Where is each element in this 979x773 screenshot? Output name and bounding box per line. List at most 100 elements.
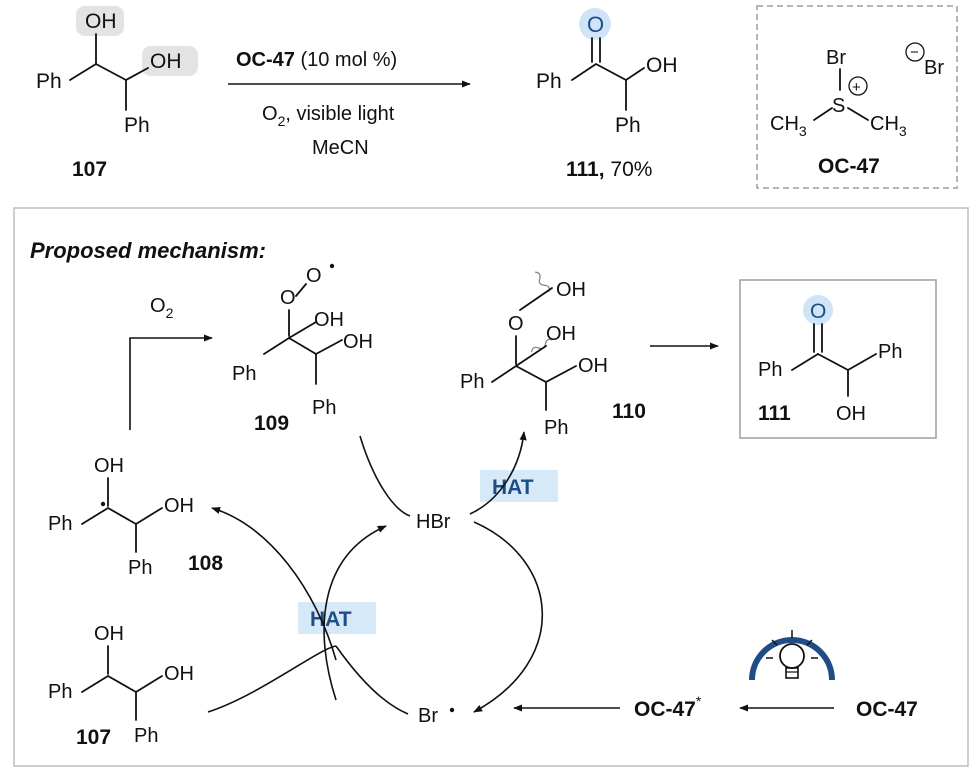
label-110: 110 [612,400,646,423]
oc47-excited: OC-47* [634,693,702,721]
arrow-br-to-hbr-cycle [323,525,387,701]
sm-oh-right: OH [150,50,182,73]
radical-dot [329,263,335,269]
c110-oxygen: O [508,313,524,335]
hydroxyl-highlight [142,46,198,76]
compound-108: OH OH Ph Ph 108 [48,455,223,579]
catalyst-loading: OC-47 (10 mol %) [236,49,397,71]
compound-110-bonds [491,335,577,411]
c107-ph-2: Ph [134,725,158,747]
c109-ph-1: Ph [232,363,256,385]
hat-lower-text: HAT [310,608,352,631]
product-oxygen: O [587,12,604,37]
c108-oh-1: OH [94,455,124,477]
product-111: O OH Ph Ph 111, 70% [536,8,678,181]
c107-ph-1: Ph [48,681,72,703]
negative-charge-icon [905,42,925,62]
catalyst-ch3-left: CH3 [770,113,807,139]
c110-oh-2: OH [578,355,608,377]
mechanism-panel: Proposed mechanism: O2 O O OH OH Ph Ph 1… [13,207,969,767]
top-reaction-conditions: OC-47 (10 mol %) O2, visible light MeCN [228,49,471,159]
peroxyl-o2: O [306,265,322,287]
compound-109-bonds [263,309,343,385]
catalyst-methyl-bonds [813,107,869,121]
catalyst-s-atom: S [832,95,845,117]
compound-111-bonds [791,323,877,397]
mechanism-border [13,207,969,767]
mechanism-title: Proposed mechanism: [30,238,266,263]
minus-sign: − [910,44,919,61]
arrow-hbr-to-br [473,521,544,713]
compound-108-bonds [81,477,163,553]
sm-label-107: 107 [72,158,107,181]
oxygen-addition-arrow: O2 [129,295,213,430]
product-label-yield: 111, 70% [566,158,652,181]
sm-bonds [69,33,149,111]
arrow-109-to-hbr [359,435,411,517]
radical-dot [449,707,455,713]
compound-111-box: O Ph Ph OH 111 [739,279,937,439]
product-ph-left: Ph [536,70,562,93]
c111-oxygen: O [810,300,826,323]
c111-ph-2: Ph [878,341,902,363]
peroxyl-bond [295,283,307,297]
hat-lower-bg [298,602,376,634]
product-bonds [571,37,645,111]
hbr-label: HBr [416,511,451,533]
hat-upper-text: HAT [492,476,534,499]
c111-ph-1: Ph [758,359,782,381]
compound-107: OH OH Ph Ph 107 [48,623,194,749]
top-reaction: OH OH Ph Ph 107 OC-47 (10 mol %) O2, vis… [36,5,958,189]
label-109: 109 [254,412,289,435]
product-oh: OH [646,54,678,77]
c109-ph-2: Ph [312,397,336,419]
sm-ph-left: Ph [36,70,62,93]
starting-material-107: OH OH Ph Ph 107 [36,6,198,181]
peroxyl-o1: O [280,287,296,309]
solvent: MeCN [312,137,369,159]
plus-sign: + [852,79,861,96]
product-box-border [739,279,937,439]
catalyst-box: Br S + CH3 CH3 − Br OC-47 [756,5,958,189]
dashed-border [756,5,958,189]
positive-charge-icon [848,76,868,96]
conditions-oxygen-light: O2, visible light [262,103,395,129]
hat-lower: HAT [298,602,376,634]
hydroxyl-highlight [76,6,124,36]
carbonyl-highlight [803,295,833,325]
bond-cleavage-squiggle [535,271,550,293]
radical-dot [100,501,106,507]
c108-ph-2: Ph [128,557,152,579]
c110-ph-2: Ph [544,417,568,439]
c111-oh: OH [836,403,866,425]
catalyst-ch3-right: CH3 [870,113,907,139]
c110-oh-top: OH [556,279,586,301]
c108-oh-2: OH [164,495,194,517]
c110-oh-1: OH [546,323,576,345]
arrow-from-107 [207,645,337,713]
hat-upper: HAT [480,470,558,502]
oc47-ground: OC-47 [856,698,918,721]
catalyst-br-atom: Br [826,47,846,69]
hat-upper-bg [480,470,558,502]
c107-oh-1: OH [94,623,124,645]
sm-oh-top: OH [85,10,117,33]
lightbulb-icon [749,630,835,681]
arrow-to-108 [211,506,337,661]
c108-ph-1: Ph [48,513,72,535]
o2-arrow-line [129,334,213,430]
product-ph-bottom: Ph [615,114,641,137]
c109-oh-1: OH [314,309,344,331]
label-108: 108 [188,552,223,575]
arrow-107-to-br [335,645,409,715]
sm-ph-bottom: Ph [124,114,150,137]
catalyst-label: OC-47 [818,155,880,178]
compound-109: O O OH OH Ph Ph 109 [232,263,373,435]
compound-107-bonds [81,645,163,721]
oxygen-label: O2 [150,295,174,321]
label-107: 107 [76,726,111,749]
bromide-counterion: Br [924,57,944,79]
carbonyl-highlight [579,8,611,40]
c110-ph-1: Ph [460,371,484,393]
